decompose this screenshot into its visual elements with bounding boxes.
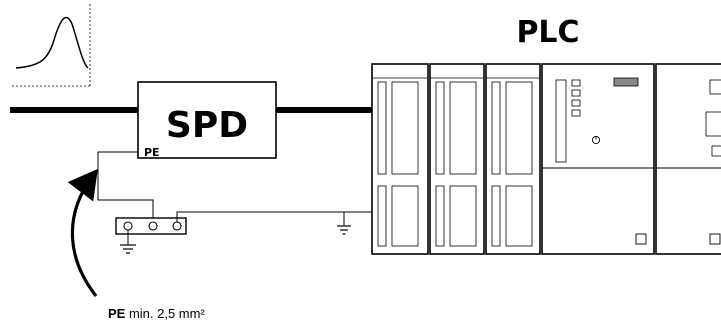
io-module	[485, 63, 541, 255]
ground-icon	[337, 212, 351, 235]
spd-device: SPD PE	[137, 81, 277, 159]
pe-note-prefix: PE	[108, 306, 126, 321]
ground-icon	[120, 244, 136, 254]
pe-wire	[97, 151, 154, 218]
power-led-icon	[591, 135, 601, 145]
pe-note: PE min. 2,5 mm²	[108, 306, 205, 321]
pe-note-text: min. 2,5 mm²	[125, 306, 205, 321]
plc-rack	[371, 63, 721, 255]
pe-arrow	[67, 168, 98, 297]
cpu-module	[541, 63, 655, 255]
surge-pulse-icon	[12, 4, 92, 87]
io-module	[371, 63, 429, 255]
spd-pe-label: PE	[144, 146, 160, 159]
io-module	[429, 63, 485, 255]
spd-label: SPD	[166, 105, 248, 146]
terminal-to-plc-wire	[176, 211, 372, 222]
ground-terminal-block	[115, 217, 187, 245]
plc-title: PLC	[516, 15, 579, 50]
power-supply-module	[655, 63, 721, 255]
